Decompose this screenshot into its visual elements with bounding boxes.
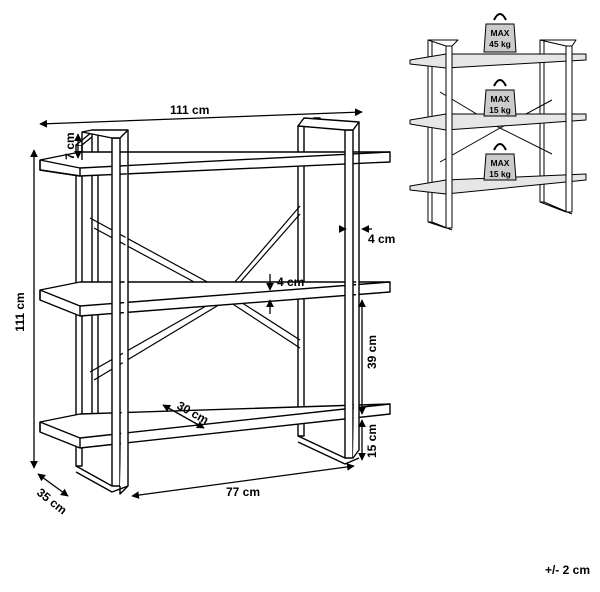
front-left-post (81, 129, 129, 495)
dim-shelf-thickness: 7 cm (63, 132, 77, 159)
weight-top-max: MAX (491, 28, 510, 38)
weight-top-value: 45 kg (489, 39, 511, 49)
dim-bottom-clearance: 15 cm (365, 424, 379, 458)
tolerance-note: +/- 2 cm (545, 563, 590, 577)
dim-width-top: 111 cm (170, 103, 209, 117)
middle-shelf (39, 281, 391, 317)
dim-height-left: 111 cm (13, 292, 27, 331)
dimension-lines (30, 108, 372, 499)
weight-bottom-value: 15 kg (489, 169, 511, 179)
weight-middle-max: MAX (491, 94, 510, 104)
weight-middle: MAX 15 kg (483, 79, 517, 117)
load-limit-weights: MAX 45 kg MAX 15 kg MAX 15 kg (483, 13, 517, 181)
weight-middle-value: 15 kg (489, 105, 511, 115)
main-shelf (39, 117, 391, 495)
thumb-top-shelf (409, 53, 587, 69)
dim-inner-width: 77 cm (226, 485, 260, 499)
weight-bottom-max: MAX (491, 158, 510, 168)
dim-frame-width: 4 cm (368, 232, 395, 246)
thumbnail-shelf (409, 39, 587, 231)
dim-overall-depth: 35 cm (34, 485, 69, 517)
weight-top: MAX 45 kg (483, 13, 517, 53)
weight-bottom: MAX 15 kg (483, 143, 517, 181)
dim-shelf-spacing: 39 cm (365, 335, 379, 369)
dim-shelf-gap: 4 cm (277, 275, 304, 289)
top-shelf (39, 151, 391, 177)
